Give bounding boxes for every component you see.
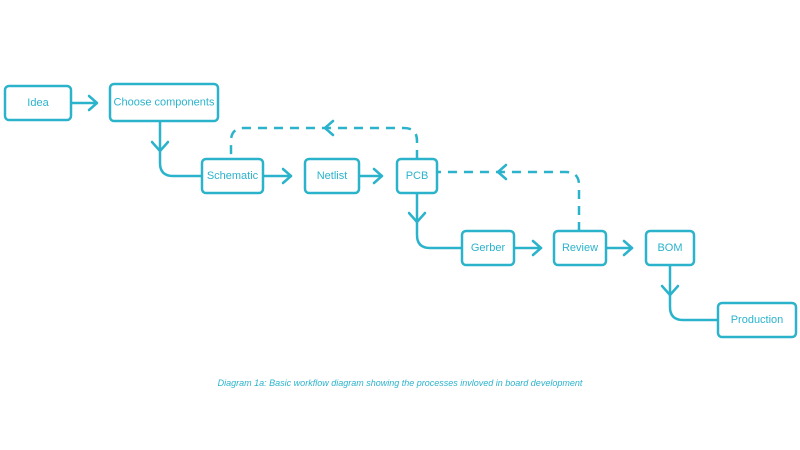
node-netlist: Netlist: [303, 157, 361, 195]
node-production: Production: [716, 301, 798, 339]
edge-choose-components-to-schematic: [158, 119, 204, 178]
edge-review-to-pcb-feedback: [437, 170, 581, 231]
node-label-schematic: Schematic: [207, 170, 259, 182]
arrow-head-into-production-down: [660, 284, 680, 297]
node-choose-components: Choose components: [108, 82, 220, 123]
node-bom: BOM: [644, 229, 696, 267]
diagram-caption: Diagram 1a: Basic workflow diagram showi…: [217, 378, 583, 388]
node-review: Review: [552, 229, 608, 267]
node-label-review: Review: [562, 242, 598, 254]
arrow-head-review: [531, 239, 543, 257]
arrow-head-feedback-schematic: [323, 119, 335, 137]
arrow-head-netlist: [281, 167, 293, 185]
node-label-gerber: Gerber: [471, 242, 506, 254]
arrow-head-choose-components: [87, 94, 99, 112]
node-label-production: Production: [731, 314, 784, 326]
node-gerber: Gerber: [460, 229, 516, 267]
node-label-bom: BOM: [657, 242, 682, 254]
node-idea: Idea: [3, 84, 73, 122]
node-label-choose-components: Choose components: [114, 97, 215, 109]
node-pcb: PCB: [395, 157, 439, 195]
arrow-head-into-gerber-down: [407, 211, 427, 224]
edges: [69, 94, 720, 322]
edge-bom-to-production: [668, 263, 720, 322]
arrow-head-bom: [622, 239, 634, 257]
node-schematic: Schematic: [200, 157, 265, 195]
arrow-head-pcb: [372, 167, 384, 185]
edge-pcb-to-gerber: [415, 191, 464, 250]
edge-pcb-to-schematic-feedback: [229, 126, 419, 159]
arrow-head-into-schematic-down: [150, 140, 170, 153]
node-label-pcb: PCB: [406, 170, 429, 182]
arrow-head-feedback-pcb: [496, 163, 508, 181]
node-label-idea: Idea: [27, 97, 49, 109]
node-label-netlist: Netlist: [317, 170, 348, 182]
